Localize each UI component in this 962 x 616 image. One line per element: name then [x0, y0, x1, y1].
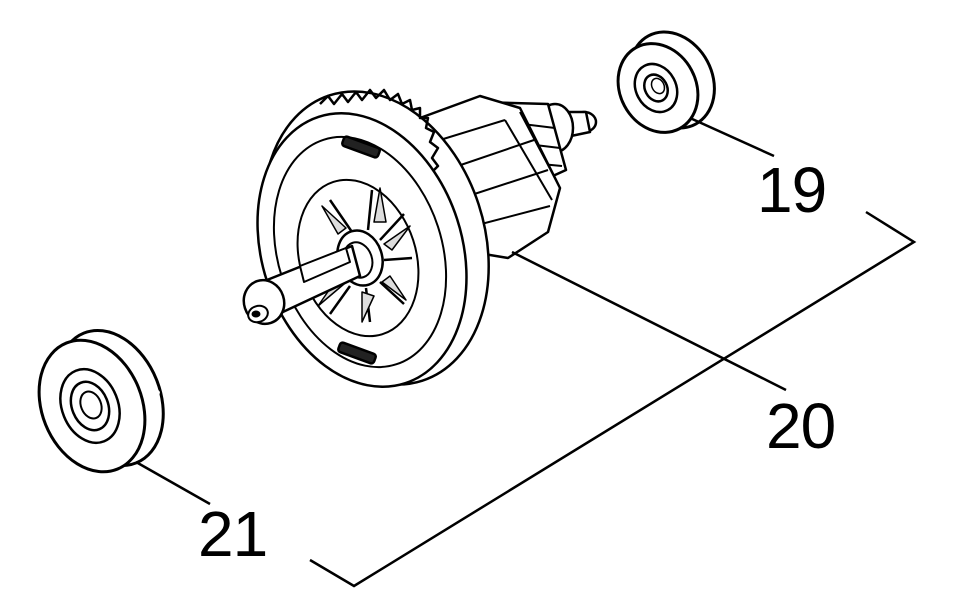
callout-21: 21 [198, 498, 268, 570]
group-bracket [309, 210, 917, 588]
leader-line-19 [689, 116, 775, 158]
armature-20-icon[interactable] [224, 62, 598, 414]
leader-lines [135, 116, 917, 588]
leader-line-21 [135, 460, 211, 506]
callout-19: 19 [757, 154, 827, 226]
bearing-19-icon[interactable] [603, 17, 731, 146]
bearing-21-icon[interactable] [20, 314, 182, 487]
leader-line-20 [511, 250, 787, 392]
callout-20: 20 [766, 390, 836, 462]
